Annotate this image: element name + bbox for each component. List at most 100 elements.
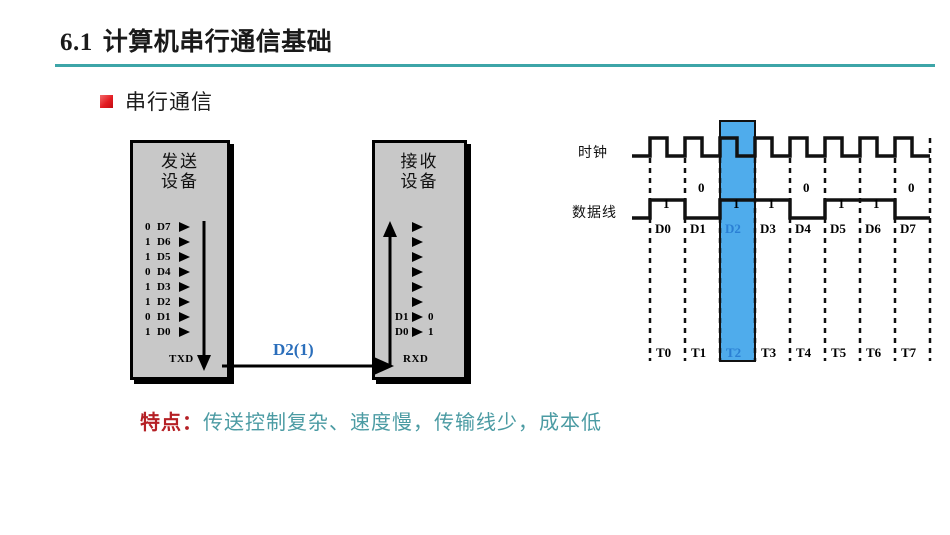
bit-value: 1: [428, 325, 434, 338]
bit-label: D3: [157, 280, 171, 293]
receive-bit-row: [375, 264, 464, 279]
bit-label: D1: [395, 310, 409, 323]
receive-bit-row: [375, 219, 464, 234]
slot-label-d7: D7: [900, 221, 916, 236]
slot-label-d1: D1: [690, 221, 706, 236]
slot-label-d2: D2: [725, 221, 741, 236]
arrow-right-icon: [179, 311, 190, 322]
data-bit-value: 0: [698, 180, 705, 195]
data-row-label: 数据线: [572, 205, 617, 221]
arrow-right-icon: [412, 281, 423, 292]
page-title: 6.1 计算机串行通信基础: [60, 22, 332, 58]
transmit-bit-row: 1 D0: [133, 324, 227, 339]
transmit-bit-row: 1 D5: [133, 249, 227, 264]
slot-label-d3: D3: [760, 221, 776, 236]
transmit-device-box: 发送 设备 0 D7 1 D6 1 D5 0 D4 1 D3 1: [130, 140, 230, 380]
receive-bit-row: [375, 249, 464, 264]
time-label-t1: T1: [691, 345, 707, 360]
receive-device-title: 接收 设备: [375, 152, 464, 192]
bit-label: D0: [395, 325, 409, 338]
transmit-bit-row: 0 D7: [133, 219, 227, 234]
receive-bit-row: [375, 279, 464, 294]
receive-bit-row: [375, 234, 464, 249]
transmit-bit-row: 0 D4: [133, 264, 227, 279]
receive-device-title-line1: 接收: [400, 152, 439, 172]
title-divider: [55, 64, 935, 67]
bit-label: D7: [157, 220, 171, 233]
arrow-right-icon: [179, 281, 190, 292]
time-label-t2: T2: [726, 345, 742, 360]
time-label-t5: T5: [831, 345, 847, 360]
arrow-right-icon: [179, 251, 190, 262]
feature-caption-body: 传送控制复杂、速度慢，传输线少，成本低: [203, 410, 602, 434]
section-bullet: 串行通信: [100, 86, 213, 116]
page-title-text: 计算机串行通信基础: [102, 29, 333, 56]
bit-value: 0: [428, 310, 434, 323]
arrow-right-icon: [412, 296, 423, 307]
bit-label: D6: [157, 235, 171, 248]
transmit-device-title-line2: 设备: [161, 171, 199, 192]
data-bit-value: 0: [803, 180, 810, 195]
receive-bit-row: D1 0: [375, 309, 464, 324]
time-label-t4: T4: [796, 345, 812, 360]
slot-gridlines: [648, 138, 932, 361]
time-label-t0: T0: [656, 345, 672, 360]
arrow-right-icon: [179, 326, 190, 337]
arrow-right-icon: [179, 221, 190, 232]
arrow-right-icon: [179, 266, 190, 277]
rxd-port-label: RXD: [403, 353, 429, 365]
section-bullet-label: 串行通信: [125, 90, 213, 114]
bit-value: 0: [145, 220, 151, 233]
bit-label: D5: [157, 250, 171, 263]
feature-caption-key: 特点：: [140, 410, 203, 434]
bit-value: 1: [145, 280, 151, 293]
slot-label-d5: D5: [830, 221, 846, 236]
arrow-right-icon: [179, 296, 190, 307]
feature-caption: 特点：传送控制复杂、速度慢，传输线少，成本低: [140, 406, 602, 435]
bit-value: 1: [145, 295, 151, 308]
receive-bit-row: D0 1: [375, 324, 464, 339]
bit-label: D2: [157, 295, 171, 308]
slot-label-d0: D0: [655, 221, 671, 236]
receive-device-box: 接收 设备 D1 0 D0 1: [372, 140, 467, 380]
page-title-number: 6.1: [60, 29, 93, 56]
bit-label: D4: [157, 265, 171, 278]
data-bit-value: 1: [663, 196, 670, 211]
transmit-device-title-line1: 发送: [161, 152, 199, 172]
txd-port-label: TXD: [169, 353, 194, 365]
receive-bit-list: D1 0 D0 1: [375, 219, 464, 339]
arrow-right-icon: [412, 326, 423, 337]
time-label-t3: T3: [761, 345, 777, 360]
clock-waveform: [632, 136, 930, 158]
arrow-right-icon: [412, 221, 423, 232]
time-label-t6: T6: [866, 345, 882, 360]
serial-link-label: D2(1): [273, 340, 314, 359]
bit-value: 1: [145, 250, 151, 263]
arrow-right-icon: [412, 311, 423, 322]
data-bit-value: 1: [838, 196, 845, 211]
transmit-bit-row: 0 D1: [133, 309, 227, 324]
transmit-device-title: 发送 设备: [133, 152, 227, 192]
slot-label-d4: D4: [795, 221, 811, 236]
bit-label: D0: [157, 325, 171, 338]
data-bit-value: 1: [733, 196, 740, 211]
transmit-bit-row: 1 D3: [133, 279, 227, 294]
data-bit-value: 0: [908, 180, 915, 195]
bit-value: 0: [145, 310, 151, 323]
data-waveform: [632, 198, 930, 220]
transmit-bit-row: 1 D6: [133, 234, 227, 249]
arrow-right-icon: [412, 251, 423, 262]
time-label-t7: T7: [901, 345, 917, 360]
arrow-right-icon: [412, 266, 423, 277]
arrow-right-icon: [412, 236, 423, 247]
data-bit-value: 1: [873, 196, 880, 211]
bit-value: 1: [145, 325, 151, 338]
receive-device-title-line2: 设备: [400, 171, 439, 192]
clock-row-label: 时钟: [578, 145, 608, 161]
bit-value: 0: [145, 265, 151, 278]
slot-label-d6: D6: [865, 221, 881, 236]
bit-label: D1: [157, 310, 171, 323]
bit-value: 1: [145, 235, 151, 248]
receive-bit-row: [375, 294, 464, 309]
timing-diagram: 时钟 数据线 1 0 1 1 0 1 1 0 D0 D1 D2 D3 D4 D5: [570, 118, 950, 383]
